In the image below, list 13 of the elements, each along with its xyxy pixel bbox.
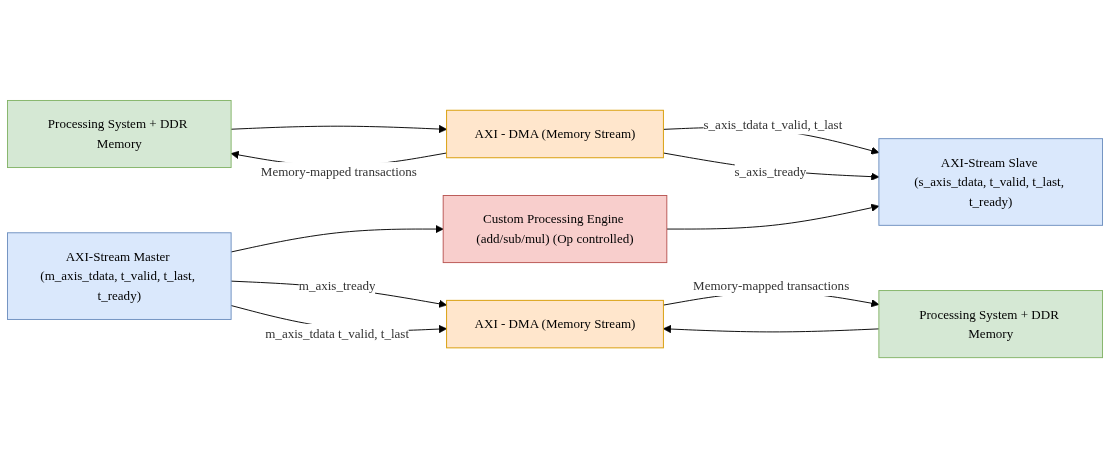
edge-label: m_axis_tready	[298, 279, 376, 294]
node-box: AXI-Stream Slave (s_axis_tdata, t_valid, t_last, t_ready)	[878, 138, 1103, 227]
node-box: Custom Processing Engine (add/sub/mul) (Op controlled)	[442, 195, 668, 264]
node-box: AXI - DMA (Memory Stream)	[446, 300, 664, 349]
edge-label: Memory-mapped transactions	[693, 279, 850, 294]
node-box: Processing System + DDR Memory	[878, 290, 1103, 359]
node-box: AXI-Stream Master (m_axis_tdata, t_valid, t_last, t_ready)	[7, 232, 232, 321]
edge-label: s_axis_tdata t_valid, t_last	[703, 118, 843, 133]
edge-label: s_axis_tready	[734, 165, 807, 180]
node-box: AXI - DMA (Memory Stream)	[446, 110, 664, 159]
edge-label: Memory-mapped transactions	[260, 165, 417, 180]
node-box: Processing System + DDR Memory	[7, 100, 232, 169]
edge-label: m_axis_tdata t_valid, t_last	[265, 326, 410, 341]
